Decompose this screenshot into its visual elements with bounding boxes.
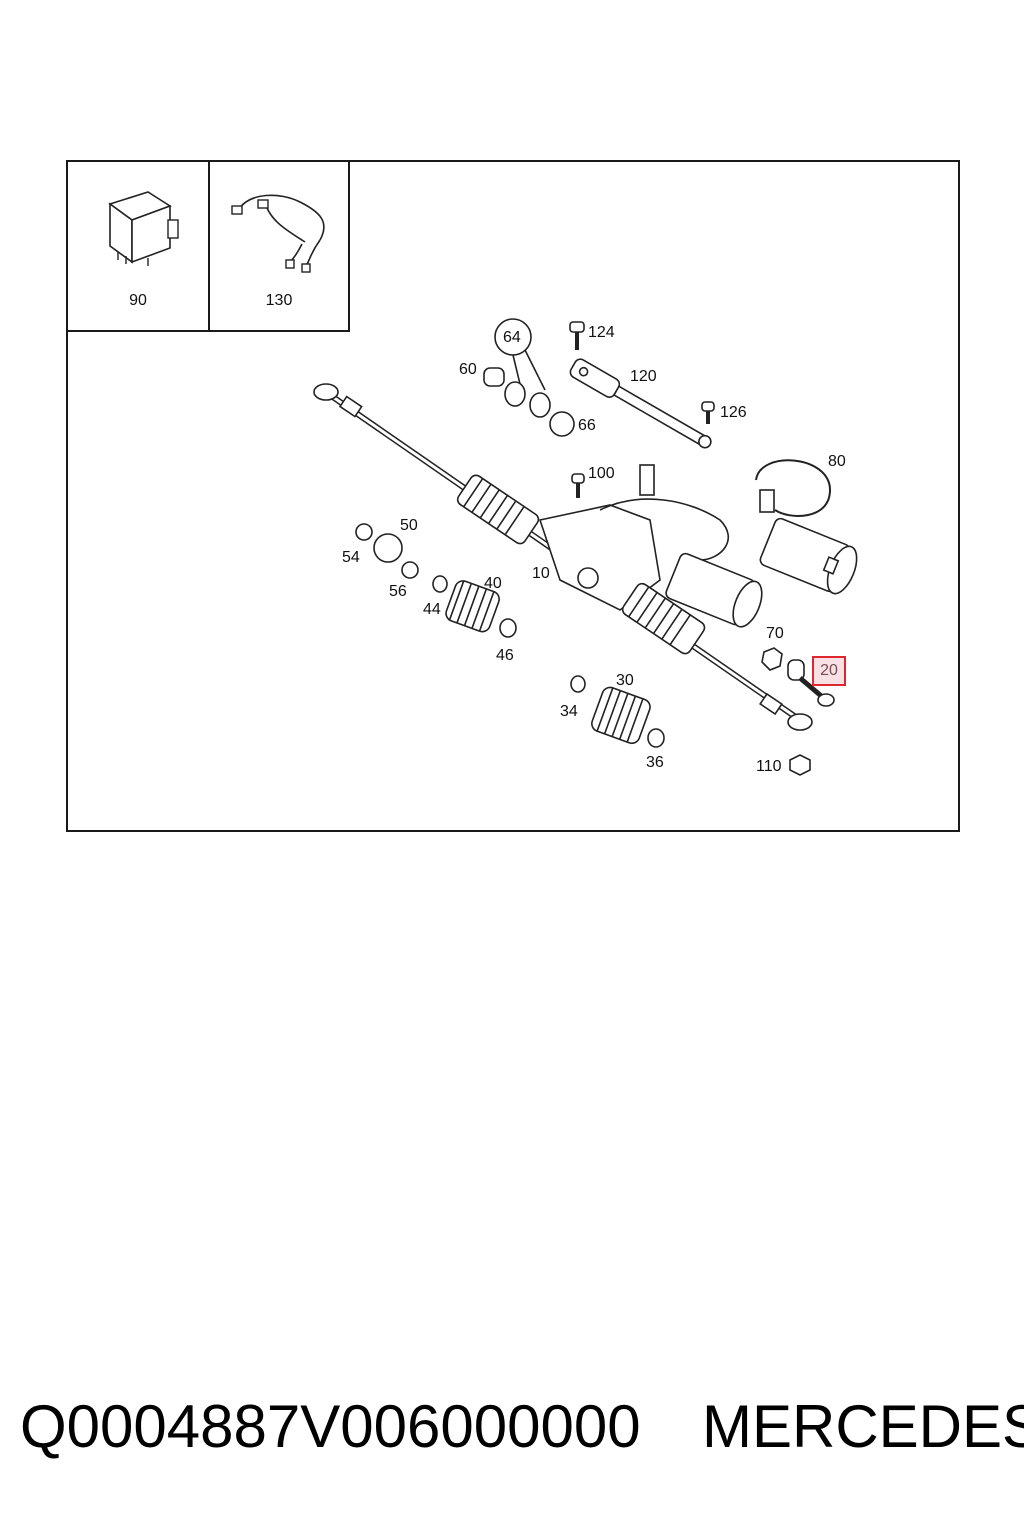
callout-66: 66 [578,417,596,434]
callout-124: 124 [588,324,615,341]
callout-40: 40 [484,575,502,592]
part-100-bolt[interactable] [571,473,585,498]
steering-rack-assembly[interactable] [313,383,813,731]
part-44-clamp[interactable] [432,575,448,593]
callout-46: 46 [496,647,514,664]
callout-70: 70 [766,625,784,642]
part-64-ring-a[interactable] [504,381,526,407]
callout-56: 56 [389,583,407,600]
part-70-nut[interactable] [761,647,783,671]
part-64-ring-b[interactable] [529,392,551,418]
inset-part-130[interactable]: 130 [208,160,350,332]
steering-rack-exploded-view: 64 124 60 120 126 66 100 80 50 54 10 40 … [313,318,863,776]
part-56-ring[interactable] [401,561,419,579]
callout-110: 110 [756,758,782,775]
inset-label-90: 90 [129,292,147,309]
part-54-ring[interactable] [355,523,373,541]
highlighted-part-20[interactable]: 20 [812,656,846,686]
part-36-clamp[interactable] [647,728,665,748]
callout-50: 50 [400,517,418,534]
part-80-motor[interactable] [755,459,863,597]
callout-30: 30 [616,672,634,689]
callout-100: 100 [588,465,615,482]
diagram-frame: 90 130 [66,160,960,832]
footer: Q0004887V006000000 MERCEDES [20,1392,1024,1462]
callout-54: 54 [342,549,360,566]
callout-80: 80 [828,453,846,470]
highlighted-part-label: 20 [820,662,838,679]
part-50-seal[interactable] [373,533,403,563]
part-110-nut[interactable] [789,754,811,776]
part-20-tie-rod-end[interactable] [787,659,835,707]
part-66-bearing[interactable] [549,411,575,437]
part-34-clamp[interactable] [570,675,586,693]
part-124-bolt[interactable] [569,321,585,350]
wiring-harness-icon [231,194,325,273]
callout-60: 60 [459,361,477,378]
part-120-strut[interactable] [568,357,715,453]
callout-126: 126 [720,404,747,421]
part-46-clamp[interactable] [499,618,517,638]
part-40-boot[interactable] [444,579,502,634]
part-60-bushing[interactable] [483,367,505,387]
callout-34: 34 [560,703,578,720]
control-unit-icon [108,191,179,266]
part-30-boot[interactable] [590,685,653,745]
callout-44: 44 [423,601,441,618]
callout-64: 64 [503,329,521,346]
callout-36: 36 [646,754,664,771]
inset-label-130: 130 [265,292,293,309]
callout-10: 10 [532,565,550,582]
part-code: Q0004887V006000000 [20,1393,641,1460]
inset-part-90[interactable]: 90 [66,160,210,332]
brand-name: MERCEDES [702,1393,1024,1460]
part-126-bolt[interactable] [701,401,715,424]
callout-120: 120 [630,368,657,385]
